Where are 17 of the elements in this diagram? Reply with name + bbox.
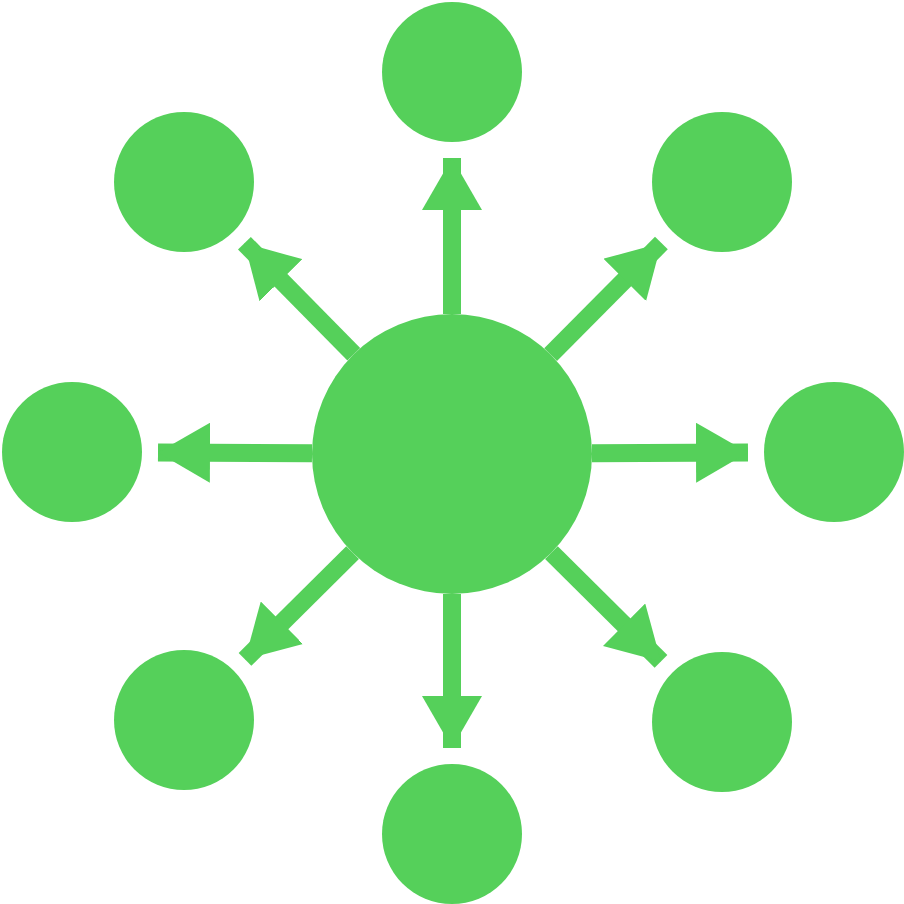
arrow bbox=[545, 546, 668, 668]
outer-circle bbox=[652, 112, 792, 252]
arrow bbox=[238, 546, 359, 666]
outer-circle bbox=[652, 652, 792, 792]
hub-circle bbox=[312, 314, 592, 594]
arrow bbox=[422, 158, 482, 314]
outer-circle bbox=[2, 382, 142, 522]
arrow bbox=[591, 422, 749, 483]
arrow bbox=[422, 594, 482, 748]
arrow bbox=[157, 422, 313, 483]
outer-circle bbox=[114, 112, 254, 252]
outer-circle bbox=[764, 382, 904, 522]
outer-circle bbox=[382, 764, 522, 904]
outer-circle bbox=[114, 650, 254, 790]
outer-circle bbox=[382, 2, 522, 142]
arrow bbox=[238, 236, 361, 361]
arrow bbox=[544, 236, 668, 361]
